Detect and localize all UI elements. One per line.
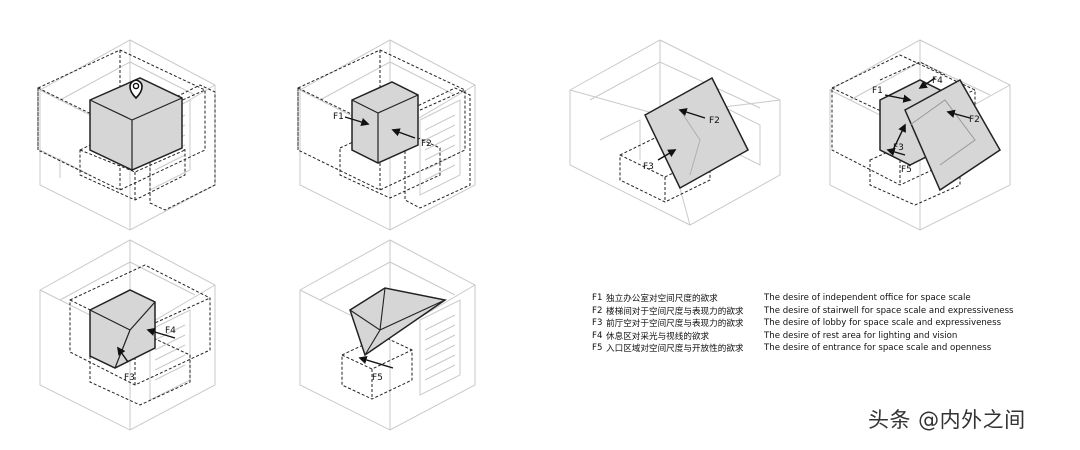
- label-f3: F3: [643, 162, 654, 172]
- arrow-f5: [358, 355, 394, 369]
- legend-en: The desire of independent office for spa…: [764, 293, 971, 304]
- arrow-f1: [344, 116, 370, 127]
- arrow-f4: [146, 327, 176, 339]
- arrow-f4: [918, 77, 936, 89]
- label-f3: F3: [124, 373, 135, 383]
- diagram-1: [37, 39, 216, 231]
- label-f5: F5: [901, 165, 912, 175]
- legend-row-f1: F1 独立办公室对空间尺度的欲求 The desire of independe…: [592, 292, 1014, 305]
- legend-cn: 前厅空对于空间尺度与表现力的欲求: [606, 319, 744, 330]
- label-f2: F2: [709, 116, 720, 126]
- arrow-f2: [946, 109, 971, 119]
- diagram-2: F1 F2: [297, 39, 476, 231]
- watermark: 头条 @内外之间: [868, 408, 1026, 432]
- legend-code: F2: [592, 305, 603, 316]
- label-f5: F5: [372, 373, 383, 383]
- legend-code: F3: [592, 318, 603, 329]
- legend-row-f2: F2 楼梯间对于空间尺度与表现力的欲求 The desire of stairw…: [592, 305, 1014, 318]
- legend-row-f3: F3 前厅空对于空间尺度与表现力的欲求 The desire of lobby …: [592, 317, 1014, 330]
- diagram-5: F4 F3: [39, 239, 216, 431]
- legend-en: The desire of lobby for space scale and …: [764, 318, 1002, 329]
- label-f1: F1: [333, 112, 344, 122]
- label-f2: F2: [969, 115, 980, 125]
- legend-cn: 休息区对采光与视线的欲求: [606, 331, 710, 342]
- arrow-f3: [117, 346, 129, 363]
- arrow-f3: [657, 149, 677, 161]
- label-f4: F4: [932, 76, 943, 86]
- arrow-f3: [892, 123, 906, 151]
- legend: F1 独立办公室对空间尺度的欲求 The desire of independe…: [592, 292, 1014, 355]
- diagram-4: F1 F4 F2 F3 F5: [829, 39, 1011, 231]
- arrow-f1: [884, 94, 912, 103]
- arrow-f5: [886, 147, 906, 156]
- diagram-3: F2 F3: [569, 39, 781, 226]
- label-f2: F2: [421, 139, 432, 149]
- legend-code: F5: [592, 343, 603, 354]
- legend-cn: 入口区域对空间尺度与开放性的欲求: [606, 344, 744, 355]
- diagram-6: F5: [299, 239, 476, 431]
- legend-cn: 楼梯间对于空间尺度与表现力的欲求: [606, 306, 744, 317]
- arrow-f2: [391, 128, 416, 139]
- legend-cn: 独立办公室对空间尺度的欲求: [606, 294, 718, 305]
- legend-en: The desire of entrance for space scale a…: [764, 343, 992, 354]
- legend-code: F4: [592, 330, 603, 341]
- arrow-f2: [678, 108, 706, 119]
- location-pin-icon: [129, 79, 143, 100]
- legend-row-f4: F4 休息区对采光与视线的欲求 The desire of rest area …: [592, 330, 1014, 343]
- label-f4: F4: [165, 326, 176, 336]
- legend-en: The desire of rest area for lighting and…: [764, 330, 958, 341]
- legend-en: The desire of stairwell for space scale …: [764, 305, 1014, 316]
- legend-code: F1: [592, 293, 603, 304]
- label-f3: F3: [893, 143, 904, 153]
- label-f1: F1: [872, 86, 883, 96]
- legend-row-f5: F5 入口区域对空间尺度与开放性的欲求 The desire of entran…: [592, 342, 1014, 355]
